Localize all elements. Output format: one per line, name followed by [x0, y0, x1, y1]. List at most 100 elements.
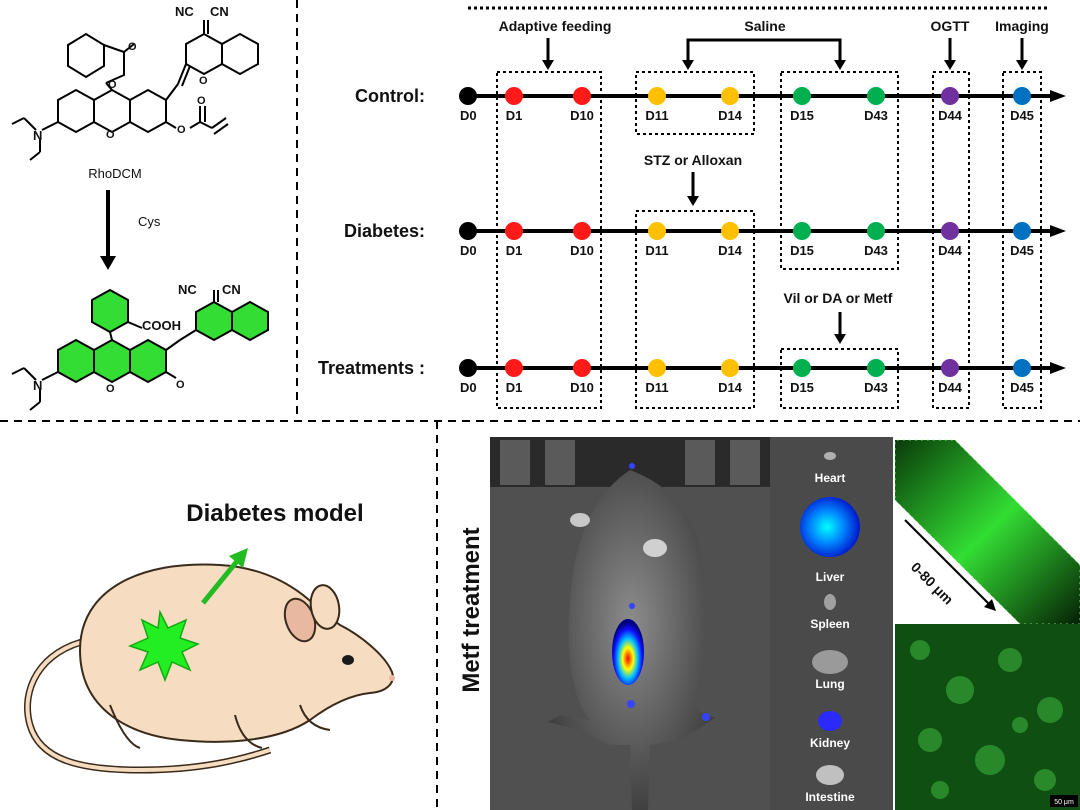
day-label: D10 — [570, 380, 594, 395]
rat-eye — [342, 655, 354, 665]
day-label: D11 — [645, 380, 668, 395]
rat-illustration — [24, 563, 394, 774]
timeline-dot — [793, 222, 811, 240]
organ-label: Heart — [815, 471, 846, 485]
stage-clamps — [500, 440, 760, 485]
timeline-dot — [793, 87, 811, 105]
day-label: D11 — [645, 243, 668, 258]
probe-name: RhoDCM — [88, 166, 141, 181]
day-label: D10 — [570, 108, 594, 123]
day-label: D44 — [938, 243, 963, 258]
probe-nc-left: NC — [175, 4, 194, 19]
fluorescence-spot-paw — [702, 713, 710, 721]
reagent-label: Cys — [138, 214, 161, 229]
timeline-dot — [867, 359, 885, 377]
timeline-axis-head — [1050, 90, 1066, 102]
day-label: D15 — [790, 108, 814, 123]
phase-arrow-heads — [542, 60, 1028, 344]
timeline-panel: Adaptive feeding Saline OGTT Imaging STZ… — [318, 6, 1066, 409]
timeline-dot — [573, 87, 591, 105]
day-label: D14 — [718, 380, 743, 395]
phase-arrows — [546, 38, 1024, 336]
probe-nitrogen: N — [33, 128, 42, 143]
organ-label: Intestine — [805, 790, 855, 804]
timeline-dot — [459, 359, 477, 377]
svg-text:O: O — [199, 75, 208, 87]
group-label: Control: — [355, 86, 425, 106]
fluorescence-spot-upper — [629, 603, 635, 609]
day-label: D1 — [506, 108, 523, 123]
svg-text:O: O — [106, 129, 115, 141]
day-label: D43 — [864, 108, 888, 123]
organ-image — [824, 452, 836, 460]
product-acid: COOH — [142, 318, 181, 333]
timeline-dot — [941, 87, 959, 105]
day-label: D45 — [1010, 243, 1034, 258]
day-label: D15 — [790, 380, 814, 395]
phase-label-imaging: Imaging — [995, 18, 1049, 34]
svg-text:O: O — [177, 124, 186, 136]
day-label: D14 — [718, 108, 743, 123]
probe-structure — [11, 20, 259, 161]
reaction-arrow-head — [100, 256, 116, 270]
phase-label-saline: Saline — [744, 18, 785, 34]
depth-arrow — [904, 519, 991, 606]
organ-label: Spleen — [810, 617, 849, 631]
group-label: Treatments : — [318, 358, 425, 378]
day-label: D0 — [460, 380, 477, 395]
timeline-dot — [1013, 222, 1031, 240]
group-label: Diabetes: — [344, 221, 425, 241]
organ-image — [816, 765, 844, 785]
fluorescence-spot-lower — [627, 700, 635, 708]
day-label: D0 — [460, 108, 477, 123]
fluorescence-spot-head — [629, 463, 635, 469]
fluorescence-burst — [127, 609, 200, 683]
timeline-dot — [721, 359, 739, 377]
product-structure — [11, 288, 269, 411]
confocal-z-stack — [895, 440, 1080, 624]
organ-image — [812, 650, 848, 674]
day-label: D11 — [645, 108, 668, 123]
day-label: D43 — [864, 380, 888, 395]
chemistry-panel: NC CN N O O O O O O RhoDCM Cys — [11, 4, 269, 411]
timeline-dot — [459, 222, 477, 240]
day-label: D1 — [506, 380, 523, 395]
svg-text:O: O — [197, 95, 206, 107]
day-label: D0 — [460, 243, 477, 258]
svg-text:O: O — [108, 79, 117, 91]
signal-arrow — [201, 558, 240, 605]
mouse-ear-left — [570, 513, 590, 527]
svg-text:O: O — [128, 41, 137, 53]
product-nc-left: NC — [178, 282, 197, 297]
svg-text:O: O — [106, 383, 115, 395]
timeline-dot — [1013, 359, 1031, 377]
phase-label-drugs: Vil or DA or Metf — [784, 290, 893, 306]
timeline-dot — [648, 222, 666, 240]
model-panel: Diabetes model — [24, 500, 395, 774]
day-label: D44 — [938, 380, 963, 395]
probe-cn-right: CN — [210, 4, 229, 19]
day-label: D1 — [506, 243, 523, 258]
day-label: D45 — [1010, 108, 1034, 123]
day-label: D10 — [570, 243, 594, 258]
product-nitrogen: N — [33, 378, 42, 393]
day-label: D15 — [790, 243, 814, 258]
timeline-dot — [1013, 87, 1031, 105]
signal-arrow-head — [229, 548, 248, 568]
depth-arrow-head — [984, 599, 996, 611]
timeline-dot — [721, 87, 739, 105]
timeline-dot — [505, 87, 523, 105]
timeline-dot — [721, 222, 739, 240]
model-title: Diabetes model — [186, 500, 363, 527]
timeline-dot — [867, 222, 885, 240]
phase-label-stz: STZ or Alloxan — [644, 152, 742, 168]
timeline-dot — [867, 87, 885, 105]
imaging-panel: Metf treatment HeartLiverSpleenLungKidne… — [458, 437, 1080, 810]
imaging-side-title: Metf treatment — [458, 527, 485, 692]
rat-nose — [389, 675, 395, 681]
day-label: D44 — [938, 108, 963, 123]
timeline-axis-head — [1050, 362, 1066, 374]
